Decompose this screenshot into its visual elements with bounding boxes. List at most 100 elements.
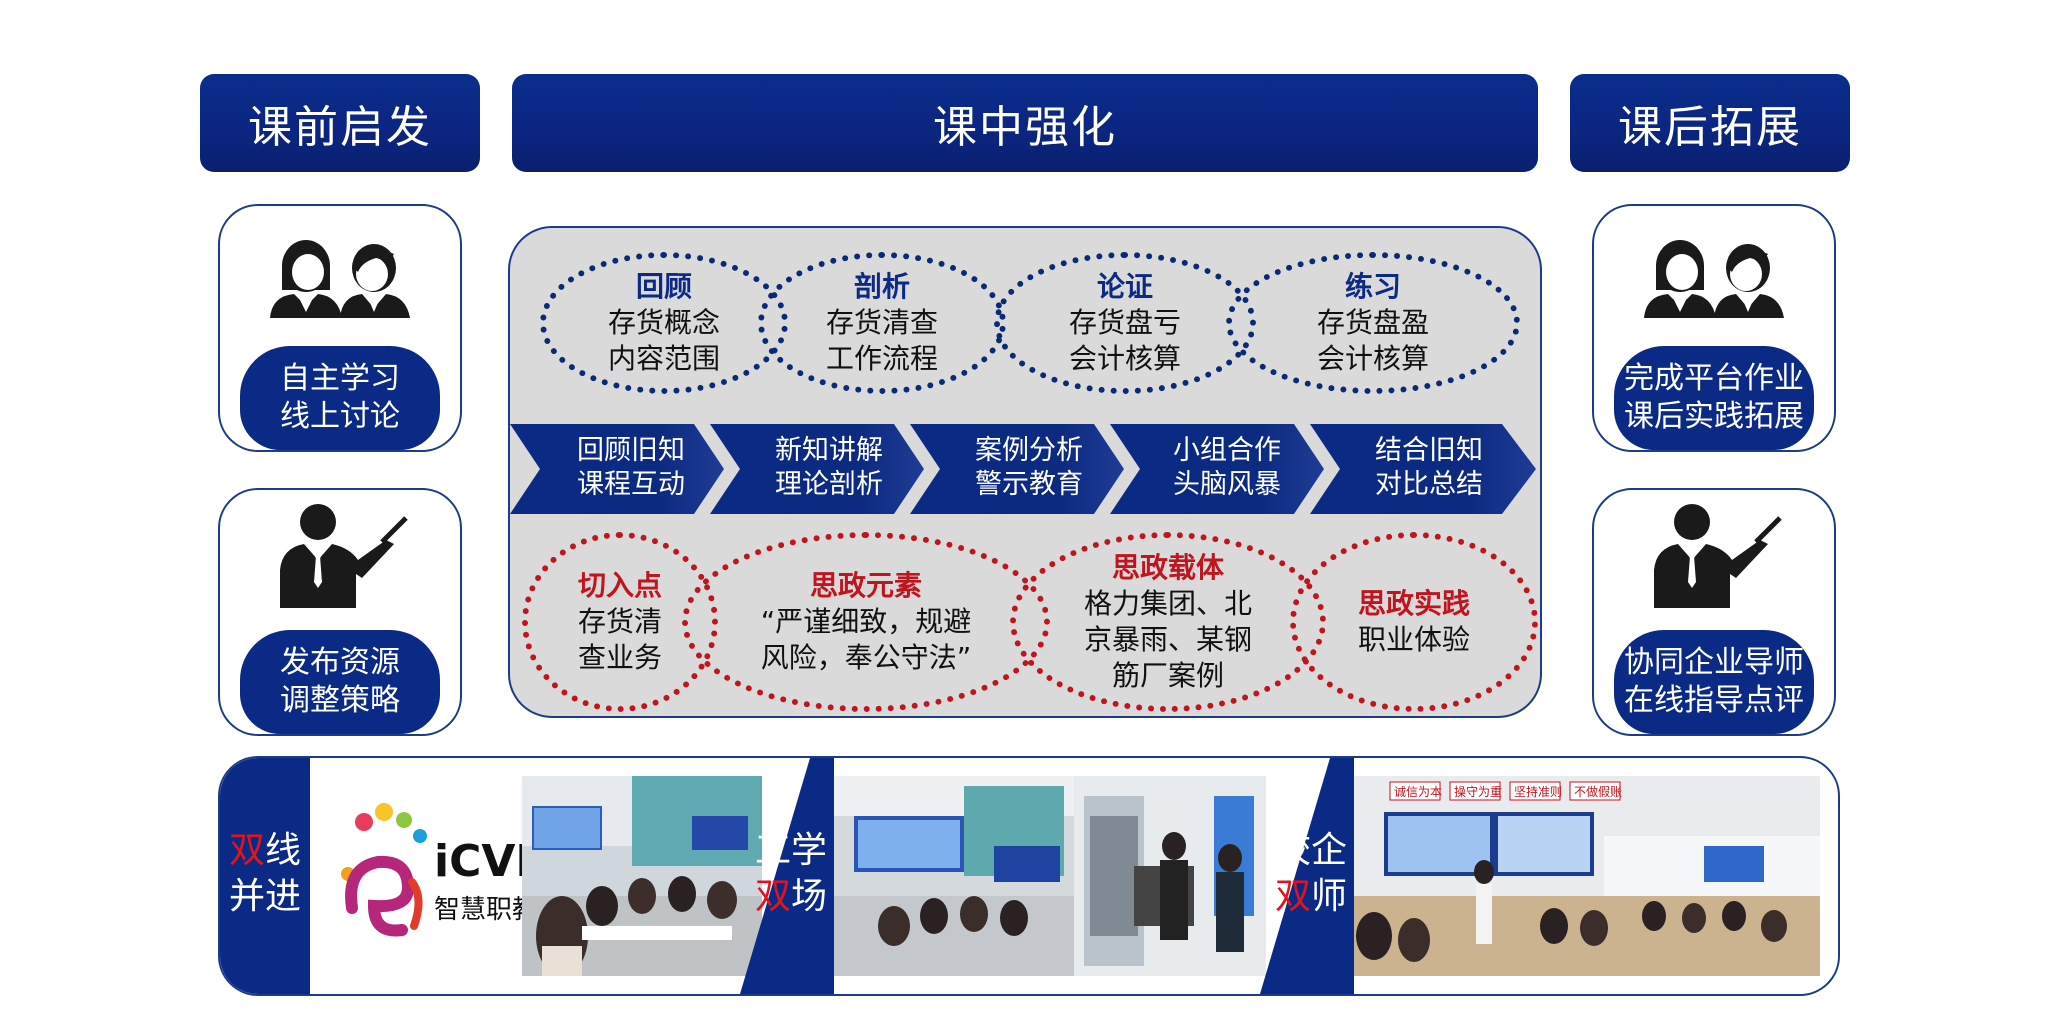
ellipse-line: 存货清查 — [825, 306, 938, 339]
teacher-icon — [1640, 504, 1788, 614]
knowledge-ellipse-analyze: 剖析 存货清查 工作流程 — [758, 252, 1006, 394]
ellipse-line: 存货盘盈 — [1316, 306, 1429, 339]
process-arrows — [510, 424, 1536, 514]
card-line1: 发布资源 — [280, 645, 400, 680]
step-arrow — [1110, 424, 1324, 514]
step-line: 新知讲解 — [775, 435, 883, 466]
students-icon — [270, 240, 410, 318]
card-line2: 课后实践拓展 — [1624, 399, 1804, 434]
tag-line: 并进 — [228, 876, 301, 917]
knowledge-ellipse-argue: 论证 存货盘亏 会计核算 — [994, 252, 1256, 394]
step-line: 理论剖析 — [775, 469, 883, 500]
knowledge-ellipse-practice: 练习 存货盘盈 会计核算 — [1226, 252, 1520, 394]
card-line1: 完成平台作业 — [1624, 361, 1804, 396]
ellipse-title: 思政元素 — [809, 569, 922, 602]
ellipse-title: 练习 — [1344, 270, 1401, 303]
ideology-ellipse-practice: 思政实践 职业体验 — [1290, 532, 1538, 712]
tag-work-study: 工学 双场 — [744, 828, 838, 920]
card-label: 自主学习 线上讨论 — [240, 346, 440, 450]
step-label: 结合旧知对比总结 — [1344, 434, 1514, 502]
step-arrow — [710, 424, 924, 514]
card-self-study: 自主学习 线上讨论 — [218, 204, 462, 452]
training-room-photo — [834, 776, 1266, 976]
ellipse-line: 工作流程 — [825, 342, 938, 375]
classroom-photo-1 — [522, 776, 762, 976]
card-line1: 协同企业导师 — [1624, 645, 1804, 680]
classroom-photo-2: 诚信为本 操守为重 坚持准则 不做假账 — [1354, 776, 1820, 976]
card-publish-resources: 发布资源 调整策略 — [218, 488, 462, 736]
ellipse-title: 思政实践 — [1357, 587, 1470, 620]
ellipse-line: 存货概念 — [607, 306, 720, 339]
ellipse-title: 回顾 — [635, 270, 692, 303]
header-pre-label: 课前启发 — [248, 102, 432, 153]
wall-sign: 操守为重 — [1454, 784, 1502, 799]
header-post-label: 课后拓展 — [1618, 102, 1802, 153]
step-arrow — [510, 424, 724, 514]
tag-char: 线 — [265, 830, 302, 871]
card-line1: 自主学习 — [280, 361, 400, 396]
tag-school-enterprise: 校企 双师 — [1264, 828, 1358, 920]
wall-sign: 诚信为本 — [1394, 785, 1442, 799]
step-label: 回顾旧知课程互动 — [546, 434, 716, 502]
ellipse-title: 切入点 — [577, 569, 662, 602]
tag-work-study-shape — [740, 758, 834, 994]
step-arrow — [1310, 424, 1536, 514]
step-line: 结合旧知 — [1375, 435, 1483, 466]
card-enterprise-mentor: 协同企业导师 在线指导点评 — [1592, 488, 1836, 736]
header-in-label: 课中强化 — [933, 102, 1117, 153]
tag-red-char: 双 — [754, 876, 791, 917]
tag-char: 场 — [791, 876, 828, 917]
ellipse-line: 风险，奉公守法” — [760, 641, 972, 674]
card-label: 完成平台作业 课后实践拓展 — [1614, 346, 1814, 450]
wall-sign: 不做假账 — [1574, 784, 1622, 799]
step-line: 案例分析 — [975, 435, 1083, 466]
step-label: 小组合作头脑风暴 — [1142, 434, 1312, 502]
step-line: 头脑风暴 — [1173, 469, 1281, 500]
ellipse-line: “严谨细致，规避 — [760, 605, 972, 638]
teacher-icon — [266, 504, 414, 614]
ellipse-line: 会计核算 — [1316, 342, 1429, 375]
header-in-class: 课中强化 — [512, 74, 1538, 172]
students-icon — [1644, 240, 1784, 318]
step-arrow — [910, 424, 1124, 514]
ellipse-line: 内容范围 — [607, 342, 720, 375]
ellipse-line: 存货清 — [577, 605, 662, 638]
tag-dual-line: 双线 并进 — [222, 828, 308, 920]
ellipse-line: 筋厂案例 — [1111, 659, 1224, 692]
tag-school-enterprise-shape — [1260, 758, 1354, 994]
header-post-class: 课后拓展 — [1570, 74, 1850, 172]
ideology-ellipse-carrier: 思政载体 格力集团、北 京暴雨、某钢 筋厂案例 — [1010, 532, 1326, 712]
ellipse-title: 思政载体 — [1111, 551, 1224, 584]
logo-subtext: 智慧职教 — [434, 895, 530, 925]
step-label: 案例分析警示教育 — [944, 434, 1114, 502]
card-line2: 调整策略 — [280, 683, 400, 718]
ellipse-line: 会计核算 — [1068, 342, 1181, 375]
step-label: 新知讲解理论剖析 — [744, 434, 914, 502]
icve-logo: iCVE 智慧职教 — [312, 758, 545, 994]
icve-logo-mark: iCVE 智慧职教 — [341, 803, 545, 937]
step-line: 回顾旧知 — [577, 435, 685, 466]
card-label: 发布资源 调整策略 — [240, 630, 440, 734]
step-line: 课程互动 — [577, 469, 685, 500]
tag-red-char: 双 — [1274, 876, 1311, 917]
tag-line: 工学 — [754, 830, 827, 871]
tag-char: 师 — [1311, 876, 1348, 917]
card-line2: 在线指导点评 — [1624, 683, 1804, 718]
step-line: 警示教育 — [975, 469, 1083, 500]
ellipse-line: 职业体验 — [1357, 623, 1470, 656]
step-line: 小组合作 — [1173, 435, 1281, 466]
tag-red-char: 双 — [228, 830, 265, 871]
logo-text: iCVE — [434, 836, 530, 887]
ellipse-title: 论证 — [1096, 270, 1153, 303]
ellipse-line: 格力集团、北 — [1083, 587, 1252, 620]
ellipse-line: 查业务 — [577, 641, 662, 674]
ellipse-line: 存货盘亏 — [1068, 306, 1181, 339]
card-line2: 线上讨论 — [280, 399, 400, 434]
card-platform-homework: 完成平台作业 课后实践拓展 — [1592, 204, 1836, 452]
bottom-strip: 双线 并进 iCVE 智慧职教 — [218, 756, 1840, 996]
card-label: 协同企业导师 在线指导点评 — [1614, 630, 1814, 734]
ideology-ellipse-elements: 思政元素 “严谨细致，规避 风险，奉公守法” — [682, 532, 1050, 712]
ellipse-title: 剖析 — [853, 270, 910, 303]
ellipse-line: 京暴雨、某钢 — [1083, 623, 1252, 656]
step-line: 对比总结 — [1375, 469, 1483, 500]
